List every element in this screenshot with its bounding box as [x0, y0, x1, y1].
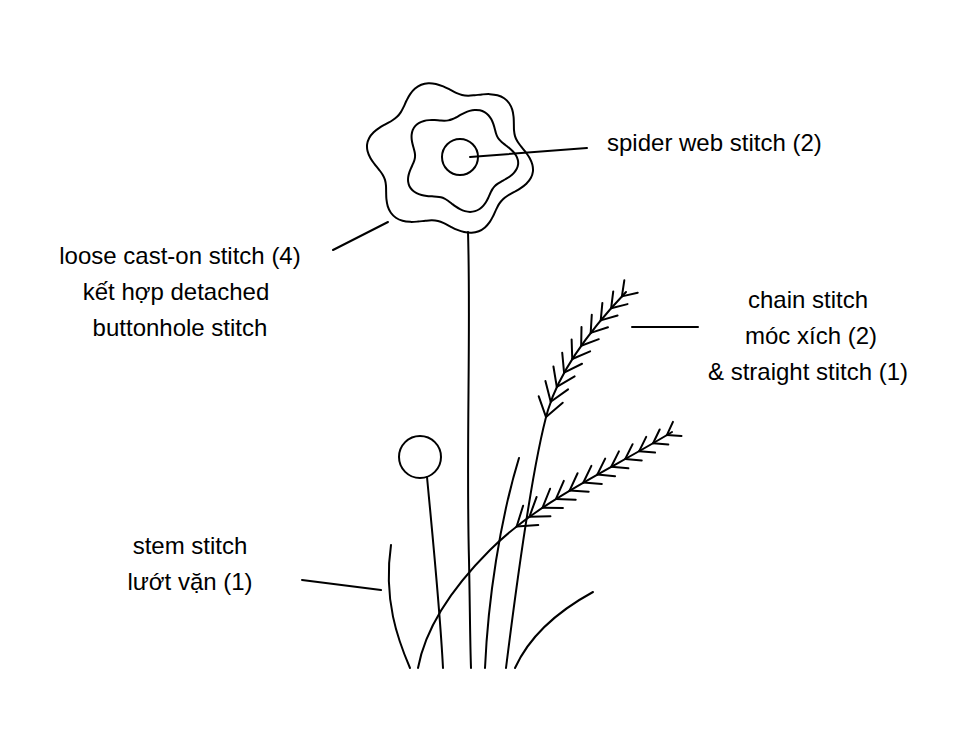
- leaflet: [625, 444, 632, 459]
- leaflet: [601, 316, 618, 321]
- inner-petal: [408, 110, 518, 212]
- leaflet: [546, 403, 563, 417]
- stitch-label: loose cast-on stitch (4): [59, 242, 300, 271]
- leaflet: [517, 525, 539, 526]
- leaflet: [539, 396, 546, 417]
- leaflet: [572, 351, 590, 359]
- leaflet: [625, 459, 641, 461]
- grass-stem: [515, 592, 593, 668]
- leaflet: [543, 507, 563, 509]
- leaflet: [556, 498, 576, 501]
- leaflet: [591, 327, 608, 333]
- stitch-label: buttonhole stitch: [93, 314, 268, 343]
- leaflet: [639, 451, 655, 452]
- grass-stem: [389, 545, 410, 668]
- leaflet: [564, 364, 582, 373]
- flower-stem: [468, 232, 471, 668]
- stitch-label: chain stitch: [748, 286, 868, 315]
- outer-petal: [367, 83, 533, 233]
- leaflet: [543, 489, 551, 508]
- leaflet: [556, 481, 564, 499]
- fern-leaf: [506, 292, 626, 668]
- leader-line: [333, 222, 388, 250]
- bud: [399, 436, 441, 478]
- leaflet: [667, 434, 682, 437]
- leaflet: [653, 443, 668, 444]
- leaflet: [639, 437, 646, 451]
- leaflet: [557, 376, 575, 387]
- leaflet: [545, 381, 550, 402]
- leaflet: [611, 291, 613, 308]
- leaflet: [601, 303, 603, 320]
- leaflet: [611, 451, 619, 466]
- leaflet: [570, 473, 578, 490]
- leaflet: [581, 339, 599, 346]
- flower-petals: [367, 83, 533, 233]
- leader-line: [632, 326, 698, 328]
- stitch-label: móc xích (2): [745, 322, 877, 351]
- stitch-label: stem stitch: [133, 532, 248, 561]
- stitch-label: kết hợp detached: [83, 278, 270, 307]
- leaflet: [611, 304, 627, 308]
- leaflet: [622, 293, 638, 297]
- leaflet: [583, 466, 591, 483]
- leaflet: [591, 315, 592, 333]
- leaflet: [583, 482, 601, 483]
- leaflet: [562, 353, 564, 373]
- grass-stem: [485, 458, 519, 668]
- leader-line: [470, 148, 587, 157]
- leaflet: [529, 497, 536, 517]
- stitch-label: & straight stitch (1): [708, 358, 908, 387]
- fern-leaflets: [517, 280, 682, 526]
- leaflet: [553, 367, 556, 387]
- fern-leaf: [418, 432, 672, 668]
- leaflet: [622, 280, 624, 296]
- leaflet: [551, 389, 568, 401]
- leaflet: [570, 491, 589, 492]
- leaflet: [580, 327, 582, 346]
- leaflet: [667, 422, 673, 435]
- leaflet: [571, 340, 574, 359]
- leader-line: [302, 580, 381, 590]
- leaflet: [611, 467, 628, 469]
- leaflet: [653, 429, 660, 443]
- stitch-label: spider web stitch (2): [607, 129, 822, 158]
- stitch-label: lướt vặn (1): [127, 568, 252, 597]
- leaflet: [597, 475, 615, 477]
- leaflet: [597, 459, 605, 475]
- leaflet: [517, 506, 523, 527]
- bud-stem: [427, 477, 443, 668]
- leaflet: [529, 515, 550, 518]
